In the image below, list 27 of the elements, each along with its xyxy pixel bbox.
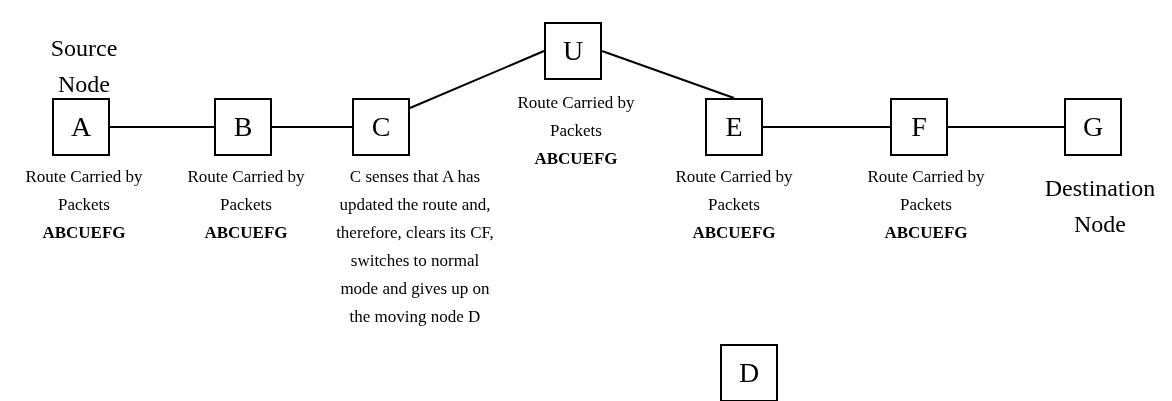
node-box: B <box>214 98 272 156</box>
connector-line <box>762 126 891 128</box>
route-sequence: ABCUEFG <box>691 222 777 244</box>
node-box: G <box>1064 98 1122 156</box>
connector-line <box>947 126 1065 128</box>
connector-line <box>601 50 735 99</box>
node-heading: Destination Node <box>1043 174 1157 239</box>
route-sequence: ABCUEFG <box>883 222 969 244</box>
connector-line <box>109 126 215 128</box>
route-caption: Route Carried by Packets <box>674 166 794 216</box>
node-box: F <box>890 98 948 156</box>
route-caption: Route Carried by Packets <box>186 166 306 216</box>
node-box: A <box>52 98 110 156</box>
route-sequence: ABCUEFG <box>533 148 619 170</box>
route-caption: Route Carried by Packets <box>24 166 144 216</box>
node-box: C <box>352 98 410 156</box>
node-box: D <box>720 344 778 401</box>
route-sequence: ABCUEFG <box>203 222 289 244</box>
node-box: E <box>705 98 763 156</box>
route-sequence: ABCUEFG <box>41 222 127 244</box>
connector-line <box>271 126 353 128</box>
connector-line <box>409 50 545 109</box>
node-heading: Source Node <box>49 34 119 99</box>
node-box: U <box>544 22 602 80</box>
route-caption: Route Carried by Packets <box>516 92 636 142</box>
node-note: C senses that A has updated the route and, therefore, clears its CF, switches to normal mode and gives up on the moving node D <box>335 166 495 328</box>
route-caption: Route Carried by Packets <box>866 166 986 216</box>
